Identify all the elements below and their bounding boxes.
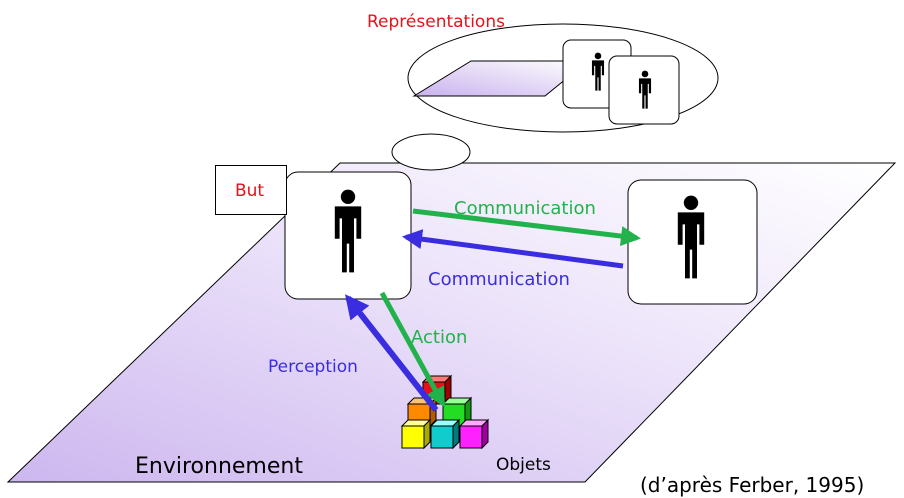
environment-label: Environnement xyxy=(135,454,303,479)
communication-arrow-blue xyxy=(402,229,624,269)
communication-in-label: Communication xyxy=(428,269,570,290)
action-arrow-green xyxy=(379,291,446,408)
but-label: But xyxy=(235,181,265,201)
action-label: Action xyxy=(411,327,468,348)
objects-label: Objets xyxy=(496,455,551,475)
representations-label: Représentations xyxy=(367,12,505,32)
represented-environment xyxy=(412,60,590,97)
perception-label: Perception xyxy=(268,357,358,377)
communication-arrow-green xyxy=(412,208,641,247)
but-box xyxy=(215,165,287,215)
thought-bubble-small xyxy=(391,133,471,171)
citation-label: (d’après Ferber, 1995) xyxy=(640,473,865,497)
communication-out-label: Communication xyxy=(454,198,596,219)
perception-arrow-blue xyxy=(345,294,439,412)
